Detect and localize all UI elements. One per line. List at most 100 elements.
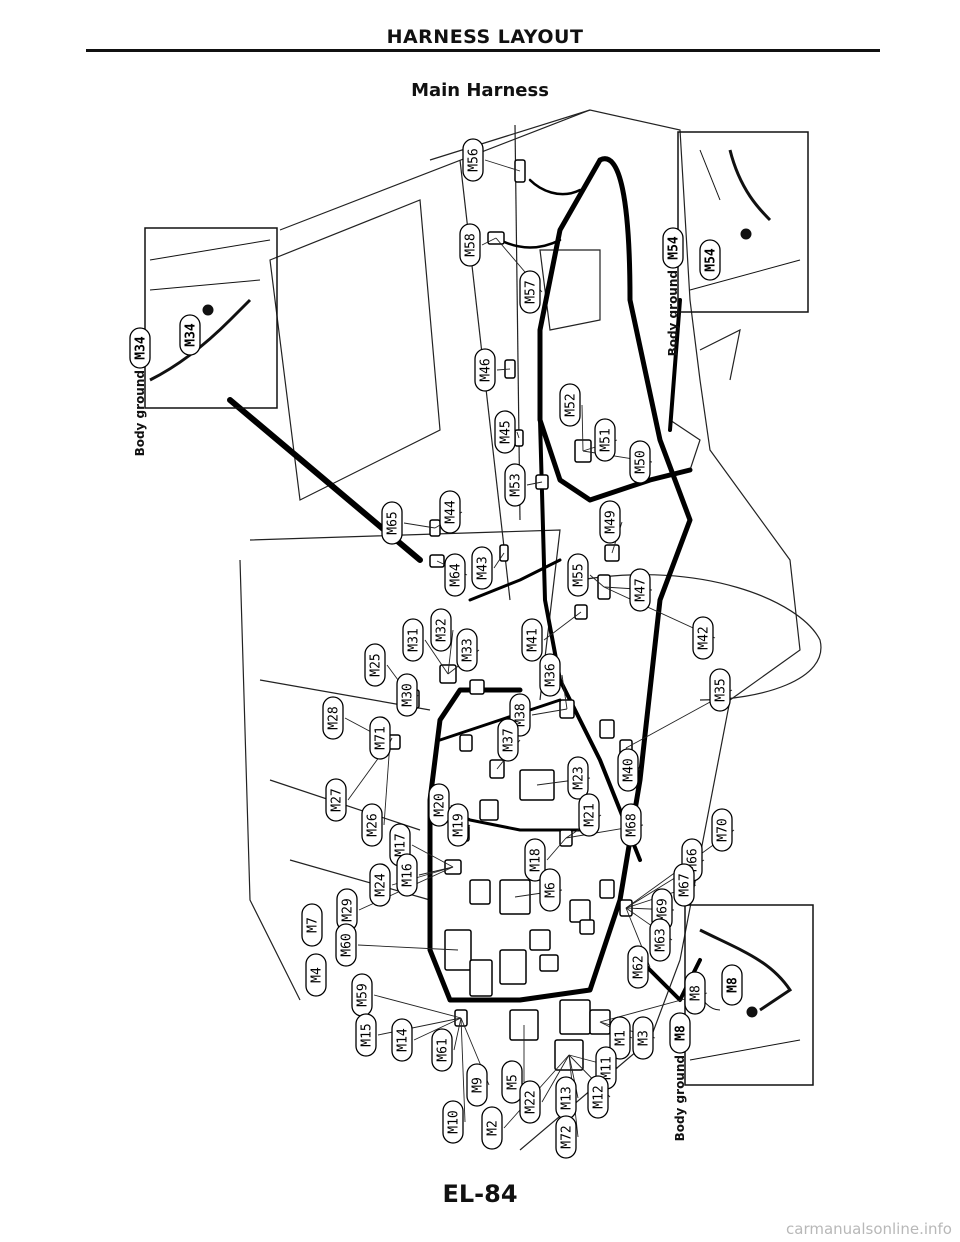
connector-badge (361, 803, 383, 847)
connector-id: M26 (366, 813, 381, 836)
leader-line (484, 159, 521, 172)
connector-id: M63 (654, 928, 669, 951)
connector-label-m53: M53 (504, 463, 526, 507)
connector-id: M71 (374, 726, 389, 749)
connector-id: M41 (526, 628, 541, 651)
connector-id: M33 (461, 638, 476, 661)
connector-badge (474, 348, 496, 392)
connector-badge (627, 945, 649, 989)
connector-id: M20 (433, 793, 448, 816)
connector-label-m37: M37 (497, 718, 519, 762)
connector-id: M37 (502, 728, 517, 751)
connector-id: M38 (514, 703, 529, 726)
connector-id: M36 (544, 663, 559, 686)
connector-label-m59: M59 (351, 973, 373, 1017)
connector-label-m8: M8 (684, 971, 706, 1015)
leader-line (516, 431, 520, 439)
connector-id: M5 (506, 1074, 521, 1090)
connector-label-m42: M42 (692, 616, 714, 660)
connector-badge (431, 1028, 453, 1072)
connector-id: M17 (394, 833, 409, 856)
connector-badge (519, 270, 541, 314)
connector-label-m23: M23 (567, 756, 589, 800)
connector-id: M58 (464, 233, 479, 256)
connector-block (469, 679, 485, 695)
connector-label-m36: M36 (539, 653, 561, 697)
connector-label-m12: M12 (587, 1075, 609, 1119)
connector-id: M72 (560, 1125, 575, 1148)
connector-label-m58: M58 (459, 223, 481, 267)
connector-badge (692, 616, 714, 660)
connector-id: M18 (529, 848, 544, 871)
connector-badge (301, 903, 323, 947)
inset-m34-inner-badge: M34 (179, 314, 201, 356)
connector-label-m62: M62 (627, 945, 649, 989)
connector-label-m4: M4 (305, 953, 327, 997)
connector-id: M49 (604, 510, 619, 533)
connector-label-m19: M19 (447, 803, 469, 847)
connector-badge (609, 1016, 631, 1060)
connector-badge (335, 923, 357, 967)
connector-badge (629, 440, 651, 484)
connector-id: M2 (486, 1120, 501, 1136)
connector-label-m13: M13 (555, 1076, 577, 1120)
connector-id: M43 (476, 556, 491, 579)
inset-m54-inner-badge: M54 (699, 239, 721, 281)
connector-label-m18: M18 (524, 838, 546, 882)
connector-badge (594, 418, 616, 462)
connector-label-m9: M9 (466, 1063, 488, 1107)
leader-line (543, 611, 582, 641)
connector-block (539, 954, 559, 972)
leader-line (424, 639, 449, 675)
page-number: EL-84 (442, 1180, 518, 1208)
leader-line (460, 1017, 466, 1123)
connector-label-m15: M15 (355, 1013, 377, 1057)
connector-badge (456, 628, 478, 672)
connector-label-m24: M24 (369, 863, 391, 907)
inset-caption-text: Body ground (666, 270, 680, 356)
connector-label-m32: M32 (430, 608, 452, 652)
connector-id: M42 (697, 626, 712, 649)
connector-id: M19 (452, 813, 467, 836)
leader-line (418, 866, 454, 876)
connector-label-m45: M45 (494, 410, 516, 454)
connector-label-m46: M46 (474, 348, 496, 392)
connector-label-m14: M14 (391, 1018, 413, 1062)
connector-badge (381, 501, 403, 545)
connector-label-m52: M52 (559, 383, 581, 427)
svg-text:M8: M8 (726, 977, 741, 993)
page-header: HARNESS LAYOUT (386, 26, 584, 48)
leader-line (541, 1054, 570, 1103)
connector-label-m25: M25 (364, 643, 386, 687)
leader-line (526, 481, 543, 486)
connector-id: M69 (656, 898, 671, 921)
connector-badge (402, 618, 424, 662)
leader-line (493, 552, 505, 569)
connector-badge (439, 490, 461, 534)
connector-label-m63: M63 (649, 918, 671, 962)
connector-block (459, 734, 473, 752)
connector-label-m55: M55 (567, 553, 589, 597)
connector-badge (466, 1063, 488, 1107)
connector-block (469, 959, 493, 997)
connector-label-m43: M43 (471, 546, 493, 590)
connector-id: M15 (360, 1023, 375, 1046)
connector-label-m49: M49 (599, 500, 621, 544)
connector-badge (617, 748, 639, 792)
inset-box-m34 (144, 227, 278, 409)
header-rule (86, 49, 880, 52)
connector-id: M28 (327, 706, 342, 729)
connector-badge (355, 1013, 377, 1057)
connector-id: M22 (524, 1090, 539, 1113)
svg-text:M8: M8 (674, 1025, 689, 1041)
svg-text:M34: M34 (184, 323, 199, 347)
connector-label-m7: M7 (301, 903, 323, 947)
connector-id: M51 (599, 428, 614, 451)
connector-id: M61 (436, 1038, 451, 1061)
connector-badge (391, 1018, 413, 1062)
connector-id: M65 (386, 511, 401, 534)
connector-id: M21 (583, 803, 598, 826)
